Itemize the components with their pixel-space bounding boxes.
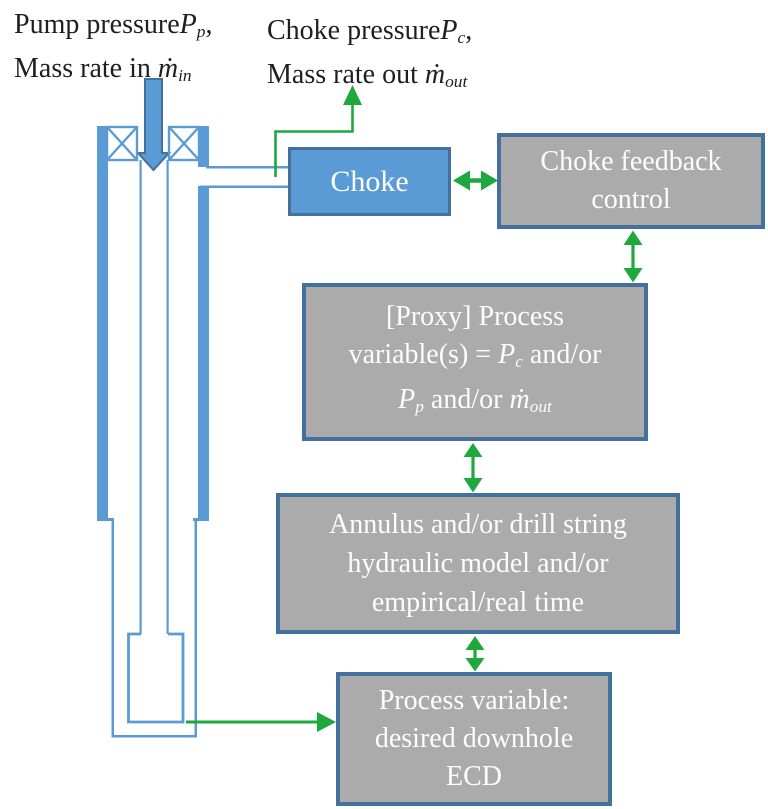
hydraulic-ecd-double-arrow bbox=[465, 636, 485, 672]
openhole-right-line bbox=[194, 519, 197, 737]
casing-right-bar-upper bbox=[198, 126, 209, 167]
choke-outlet-label: Choke pressurePc,Mass rate out ṁout bbox=[267, 15, 473, 91]
pump-inlet-arrow-icon bbox=[135, 78, 172, 172]
casing-shoe-left bbox=[97, 518, 114, 521]
openhole-left-line bbox=[111, 519, 114, 737]
drillstring-right-line bbox=[166, 160, 169, 634]
bha-outline bbox=[127, 632, 185, 724]
bop-left-icon bbox=[105, 125, 139, 162]
feedback-proxy-double-arrow bbox=[623, 230, 643, 283]
casing-shoe-right bbox=[193, 518, 209, 521]
choke-box: Choke bbox=[288, 147, 451, 216]
outlet-lower-line bbox=[200, 185, 288, 188]
casing-left-bar bbox=[97, 126, 108, 519]
choke-feedback-double-arrow bbox=[453, 170, 498, 191]
downhole-ecd-arrow bbox=[186, 712, 336, 732]
bop-right-icon bbox=[167, 125, 201, 162]
outlet-upper-line bbox=[206, 166, 288, 169]
casing-right-bar-lower bbox=[198, 186, 209, 519]
proxy-hydraulic-double-arrow bbox=[463, 443, 483, 493]
drillstring-left-line bbox=[139, 160, 142, 634]
choke-outlet-tap-arrow bbox=[274, 85, 362, 177]
choke-box-label: Choke bbox=[330, 164, 409, 198]
well-bottom-line bbox=[111, 735, 197, 738]
pump-inlet-label: Pump pressurePp,Mass rate in ṁin bbox=[14, 9, 213, 85]
